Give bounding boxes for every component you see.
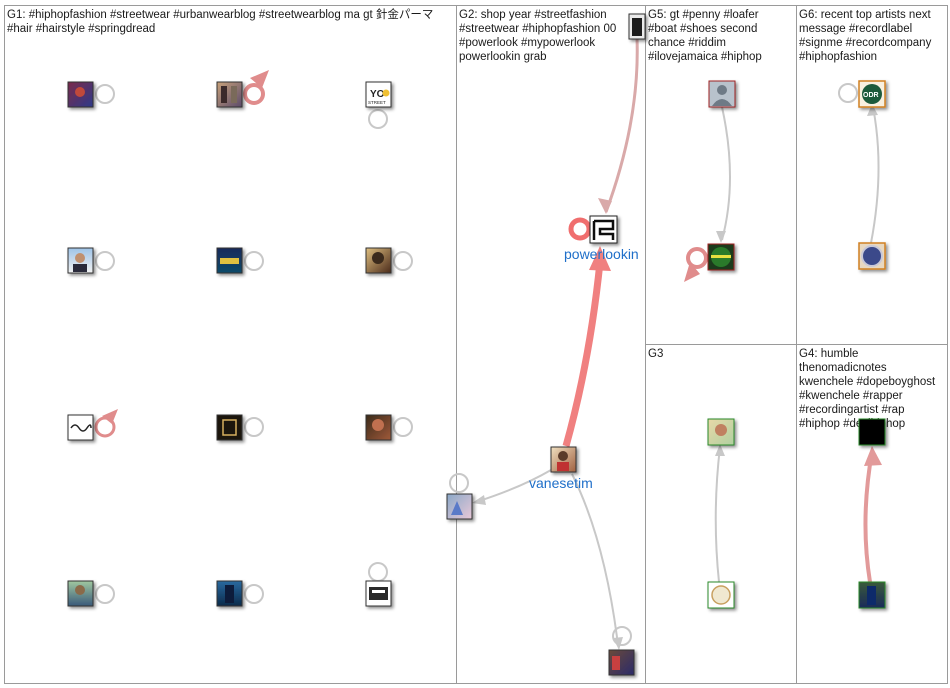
avatar[interactable] (446, 493, 473, 520)
avatar[interactable] (216, 81, 243, 108)
self-loop (612, 626, 632, 646)
avatar[interactable] (608, 649, 635, 676)
default-avatar[interactable] (708, 80, 736, 108)
powerlookin-node[interactable] (589, 215, 618, 244)
self-loop (368, 562, 388, 582)
self-loop (95, 251, 115, 271)
svg-text:ODR: ODR (863, 92, 879, 99)
self-loop-arrow (684, 262, 700, 282)
avatar[interactable] (67, 580, 94, 607)
panel-label-g6: G6: recent top artists next message #rec… (799, 9, 935, 63)
self-loop (686, 247, 708, 269)
avatar[interactable] (707, 418, 735, 446)
edge-arrowhead (864, 446, 882, 466)
edge-arrowhead (867, 104, 878, 116)
avatar[interactable] (707, 243, 735, 271)
avatar[interactable] (67, 414, 94, 441)
edge-g3 (714, 446, 721, 583)
edge-g5 (721, 106, 731, 241)
panel-label-g3: G3 (648, 348, 663, 360)
self-loop-arrow (250, 70, 269, 88)
panel-label-g4: G4: humble thenomadicnotes kwenchele #do… (799, 348, 938, 430)
self-loop (393, 417, 413, 437)
avatar[interactable] (707, 581, 735, 609)
svg-text:STREET: STREET (368, 100, 386, 105)
self-loop (449, 473, 469, 493)
panel-label-g2: G2: shop year #streetfashion #streetwear… (459, 9, 619, 63)
label-powerlookin: powerlookin (564, 246, 639, 262)
edges (472, 37, 882, 650)
self-loop (244, 251, 264, 271)
edge-vanesetim-to-bottom (571, 473, 619, 646)
avatar[interactable] (216, 247, 243, 274)
avatar[interactable] (216, 414, 243, 441)
avatar[interactable] (216, 580, 243, 607)
avatar[interactable] (67, 81, 94, 108)
self-loop (393, 251, 413, 271)
label-vanesetim: vanesetim (529, 475, 593, 491)
avatar[interactable] (365, 247, 392, 274)
vanesetim-node[interactable] (550, 446, 577, 473)
avatar[interactable] (67, 247, 94, 274)
avatar[interactable] (858, 418, 886, 446)
svg-text:YO: YO (370, 89, 385, 100)
edge-arrowhead (716, 231, 726, 243)
avatar[interactable]: ODR (858, 80, 886, 108)
avatar[interactable] (858, 242, 886, 270)
edge-g4 (863, 451, 874, 583)
self-loop (568, 217, 592, 241)
self-loop (95, 584, 115, 604)
self-loop (368, 109, 388, 129)
avatar[interactable] (365, 414, 392, 441)
self-loop (838, 83, 858, 103)
edge-top-to-powerlookin (604, 37, 639, 213)
edge-arrowhead (598, 198, 612, 214)
edge-arrowhead (589, 246, 611, 271)
self-loops (94, 70, 858, 646)
self-loop (95, 84, 115, 104)
avatar[interactable] (858, 581, 886, 609)
edge-arrowhead (715, 444, 725, 456)
avatar[interactable] (365, 580, 392, 607)
edge-arrowhead (472, 495, 486, 505)
self-loop-arrow (102, 409, 118, 424)
panel-label-g5: G5: gt #penny #loafer #boat #shoes secon… (648, 9, 762, 63)
self-loop (243, 83, 265, 105)
panel-borders (4, 5, 948, 684)
self-loop (244, 584, 264, 604)
nodes: YO STREET (67, 13, 886, 676)
panel-label-g1: G1: #hiphopfashion #streetwear #urbanwea… (7, 7, 437, 35)
avatar[interactable]: YO STREET (365, 81, 392, 108)
avatar[interactable] (628, 13, 646, 40)
self-loop (244, 417, 264, 437)
edge-vanesetim-to-powerlookin (562, 261, 604, 447)
edge-g6 (870, 106, 880, 244)
